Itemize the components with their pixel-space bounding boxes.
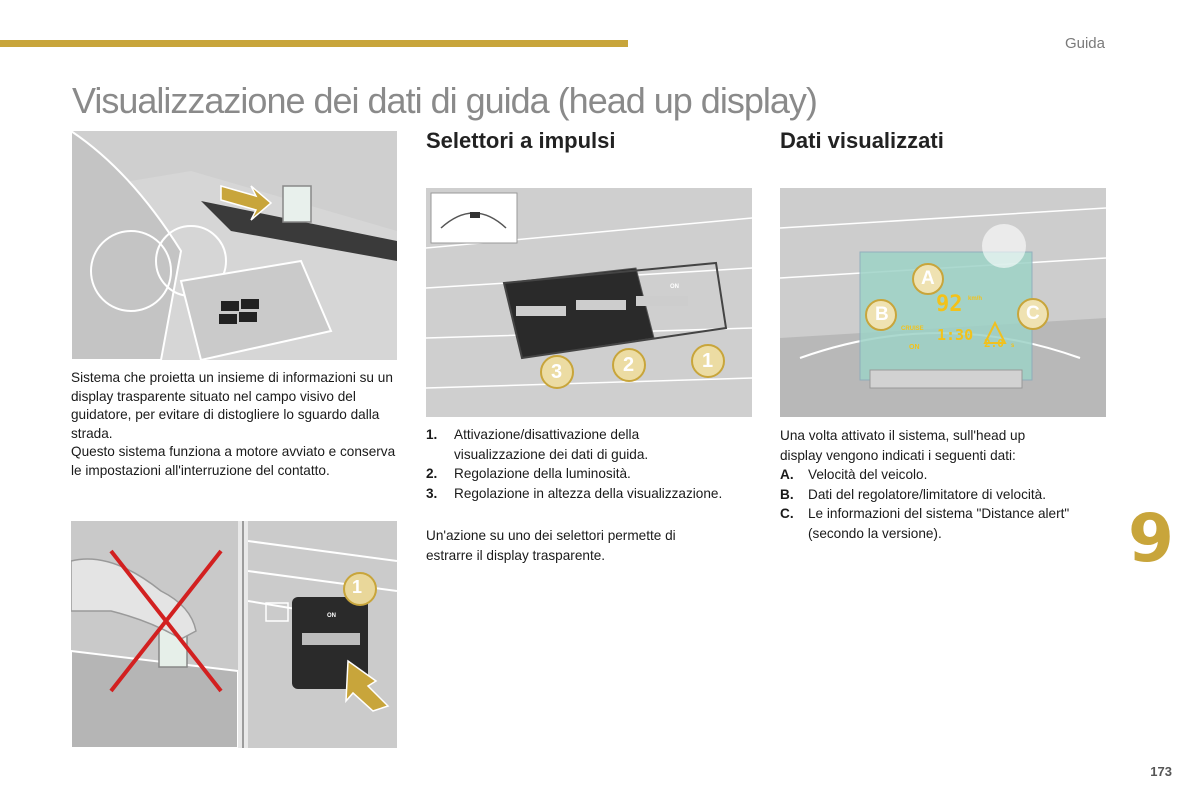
operation-paragraph: Questo sistema funziona a motore avviato… <box>71 444 396 478</box>
hud-button-1 <box>221 301 239 311</box>
section-name: Guida <box>1064 35 1105 52</box>
hud-speed-unit: km/h <box>968 296 983 302</box>
list-item: 2.Regolazione della luminosità. <box>426 466 631 481</box>
hud-time-gap: 1:30 <box>937 326 974 344</box>
callout-a: A <box>921 268 935 289</box>
hud-cruise-label: CRUISE <box>901 326 924 332</box>
do-not-push-illustration <box>71 521 238 748</box>
callout-c: C <box>1026 303 1040 324</box>
on-label-bottom: ON <box>327 613 336 619</box>
divider-strip <box>238 521 248 748</box>
dashboard-illustration <box>71 131 397 360</box>
page-title: Visualizzazione dei dati di guida (head … <box>72 80 818 121</box>
hud-distance-unit: s <box>1011 343 1015 349</box>
hud-display-illustration: A B C 92 km/h CRUISE ON 1:30 2.0 s <box>780 188 1106 417</box>
list-item: A.Velocità del veicolo. <box>780 467 928 482</box>
callout-3: 3 <box>551 361 563 383</box>
displayed-data-intro: Una volta attivato il sistema, sull'head… <box>780 428 1026 463</box>
hud-speed: 92 <box>936 292 963 317</box>
callout-b: B <box>875 304 889 325</box>
callout-2: 2 <box>623 354 635 376</box>
intro-paragraph: Sistema che proietta un insieme di infor… <box>71 370 393 441</box>
hud-cruise-state: ON <box>909 344 920 351</box>
impulse-selectors-illustration: 3 2 1 ON <box>426 188 752 417</box>
list-item: B.Dati del regolatore/limitatore di velo… <box>780 486 1047 502</box>
displayed-data-list: A.Velocità del veicolo. B.Dati del regol… <box>780 465 1110 543</box>
header-accent-bar <box>0 40 628 47</box>
selectors-note: Un'azione su uno dei selettori permette … <box>426 528 676 563</box>
callout-1: 1 <box>702 350 714 372</box>
selectors-list: 1.Attivazione/disattivazione della visua… <box>426 425 726 503</box>
button-press-illustration: 1 ON <box>248 521 397 748</box>
list-item: 3.Regolazione in altezza della visualizz… <box>426 485 723 501</box>
callout-1-bottom: 1 <box>352 577 363 597</box>
list-item: 1.Attivazione/disattivazione della visua… <box>426 427 649 462</box>
displayed-data-heading: Dati visualizzati <box>780 128 944 153</box>
on-label: ON <box>670 284 679 290</box>
chapter-number: 9 <box>1128 500 1174 577</box>
list-item: C.Le informazioni del sistema "Distance … <box>780 506 1070 541</box>
hud-distance: 2.0 <box>984 337 1004 350</box>
page-number: 173 <box>1150 764 1172 779</box>
selectors-heading: Selettori a impulsi <box>426 128 616 153</box>
